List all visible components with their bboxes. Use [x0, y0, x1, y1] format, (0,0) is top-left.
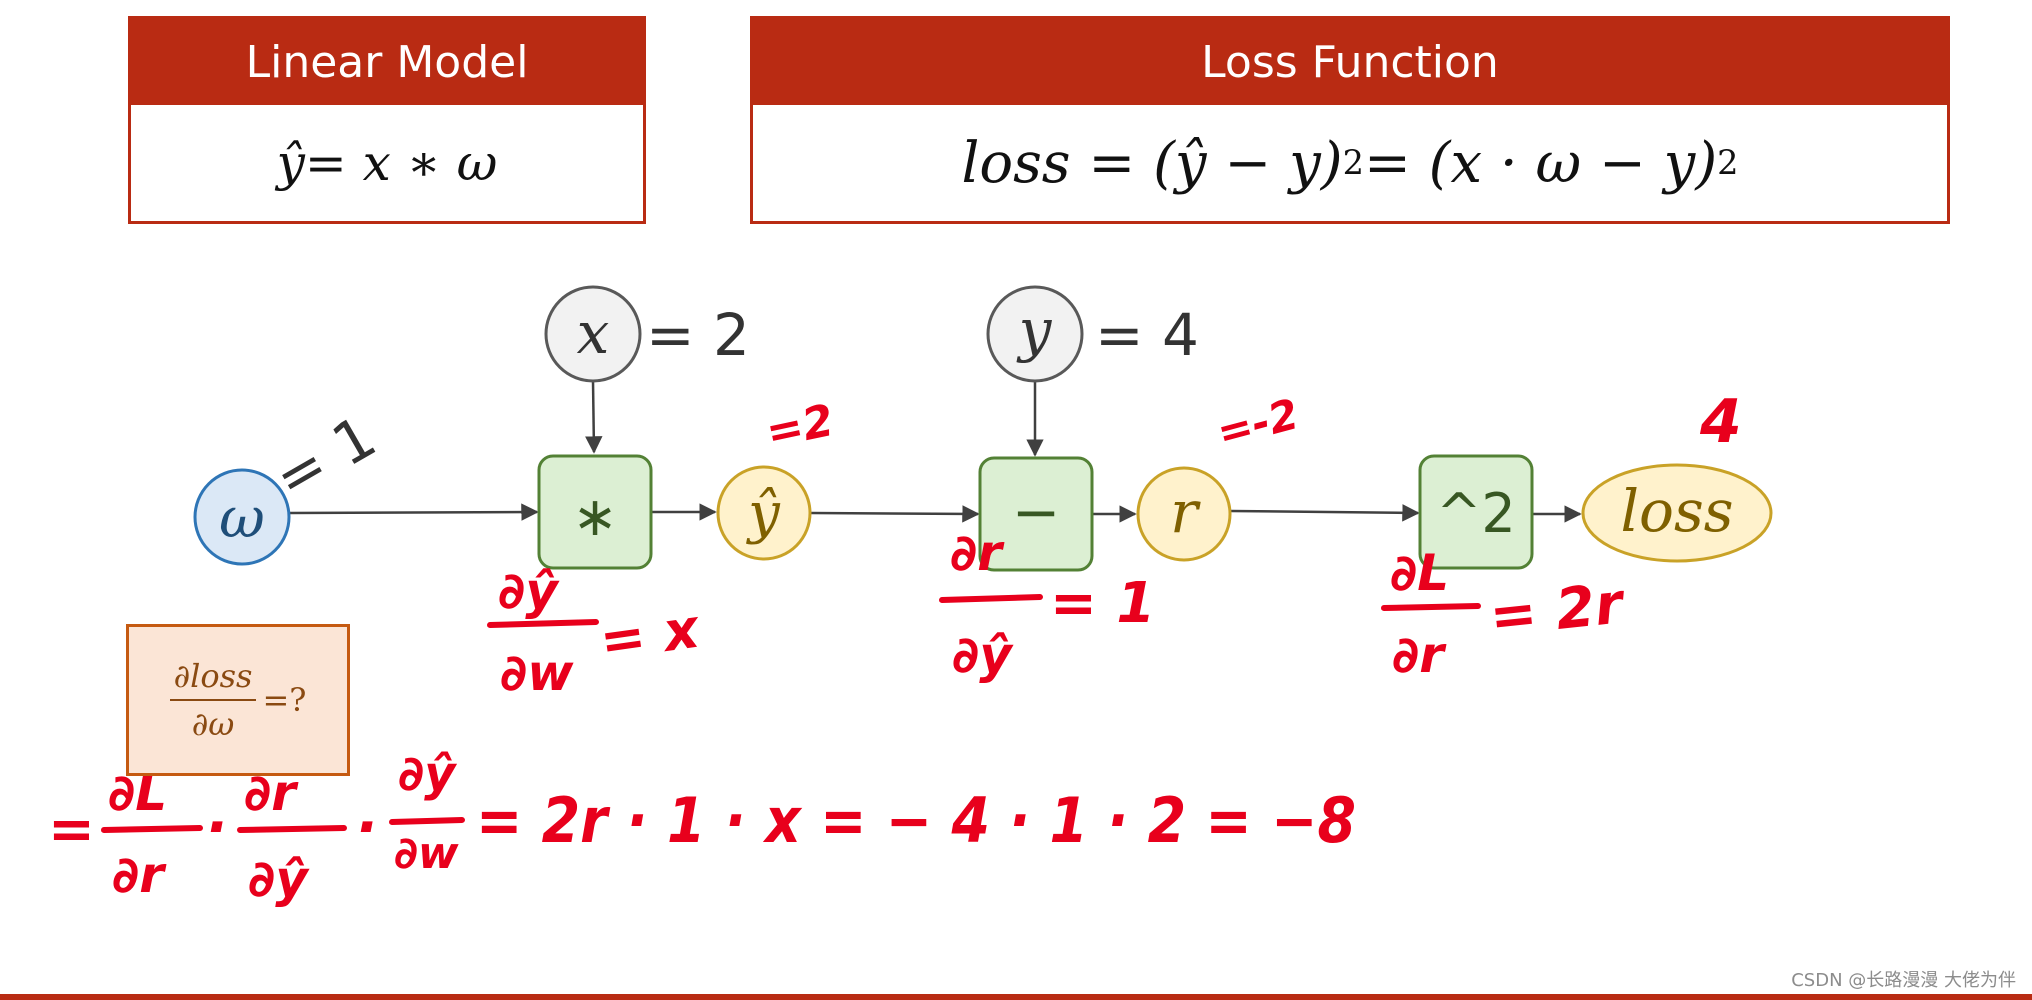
yhat-node [716, 465, 812, 561]
linear-model-box: Linear Model ŷ = x ∗ ω [128, 16, 646, 224]
omega-label: ω [219, 486, 265, 551]
multiply-label: ∗ [572, 485, 617, 548]
hw-dyhat-dw-val: = x [596, 596, 705, 672]
y-node [986, 285, 1084, 383]
loss-label: loss [1621, 477, 1734, 545]
hw-chain-f1-bar [101, 825, 203, 833]
hw-chain-f3-den: ∂w [394, 828, 459, 879]
square-label: ^2 [1436, 482, 1516, 545]
hw-yhat-value: =2 [762, 395, 839, 459]
hw-dr-dyhat-den: ∂ŷ [952, 626, 1014, 684]
hw-dyhat-dw-den: ∂w [500, 644, 574, 702]
gradient-question-box: ∂loss ∂ω =? [126, 624, 350, 776]
hw-dL-dr-bar [1381, 603, 1481, 611]
gradient-numerator: ∂loss [169, 657, 257, 701]
hw-chain-f3-bar [389, 817, 465, 825]
r-label: r [1170, 478, 1201, 546]
hw-chain-dot1: · [206, 795, 227, 860]
hw-chain-f3-num: ∂ŷ [398, 746, 457, 802]
loss-function-box: Loss Function loss = (ŷ − y)2= (x · ω − … [750, 16, 1950, 224]
handwritten-annotations: =2 =-2 4 ∂ŷ ∂w = x ∂r ∂ŷ = 1 ∂L ∂r = 2r … [48, 387, 1742, 908]
hw-chain-f2-den: ∂ŷ [248, 850, 310, 908]
square-node [1418, 454, 1534, 570]
hw-chain-f2-bar [237, 825, 347, 833]
hw-dr-dyhat-num: ∂r [950, 524, 1005, 582]
gradient-denominator: ∂ω [191, 705, 235, 743]
x-value-label: = 2 [646, 301, 750, 369]
watermark: CSDN @长路漫漫 大佬为伴 [1791, 970, 2016, 991]
linear-model-eq-lhs: ŷ [276, 134, 305, 192]
hw-chain-dot2: · [356, 795, 377, 860]
edge-r-square [1230, 504, 1420, 522]
edge-yhat-subtract [810, 505, 980, 523]
hw-chain-prefix: = [48, 797, 95, 862]
linear-model-eq-rest: = x ∗ ω [304, 134, 498, 192]
hw-dyhat-dw-bar [487, 619, 599, 628]
hw-dL-dr-num: ∂L [1390, 544, 1449, 602]
hw-chain-f1-den: ∂r [112, 846, 167, 904]
hw-r-value: =-2 [1212, 389, 1304, 458]
omega-node [193, 468, 291, 566]
hw-loss-value: 4 [1699, 387, 1742, 457]
loss-eq-part-a: loss = (ŷ − y) [961, 130, 1343, 196]
linear-model-title: Linear Model [131, 19, 643, 105]
hw-dr-dyhat-bar [939, 594, 1043, 603]
hw-dL-dr-val: = 2r [1487, 571, 1629, 650]
bottom-rule [0, 994, 2032, 1000]
multiply-node [537, 454, 653, 570]
loss-eq-part-b: = (x · ω − y) [1363, 130, 1718, 196]
loss-node [1581, 463, 1773, 563]
x-label: x [577, 299, 610, 367]
hw-dL-dr-den: ∂r [1392, 626, 1447, 684]
hw-dyhat-dw-num: ∂ŷ [498, 562, 560, 620]
gradient-question-suffix: =? [262, 681, 307, 719]
edge-omega-multiply [289, 503, 539, 521]
hw-dr-dyhat-val: = 1 [1050, 571, 1155, 636]
r-node [1136, 466, 1232, 562]
edge-x-multiply [585, 380, 603, 454]
subtract-label: − [1012, 478, 1061, 546]
x-node [544, 285, 642, 383]
loss-function-title: Loss Function [753, 19, 1947, 105]
subtract-node [978, 456, 1094, 572]
loss-function-equation: loss = (ŷ − y)2= (x · ω − y)2 [961, 130, 1739, 196]
y-value-label: = 4 [1095, 301, 1199, 369]
y-label: y [1016, 296, 1053, 364]
yhat-label: ŷ [745, 481, 781, 546]
hw-chain-result: = 2r · 1 · x = − 4 · 1 · 2 = −8 [476, 784, 1356, 857]
linear-model-equation: ŷ = x ∗ ω [131, 105, 643, 221]
gradient-fraction: ∂loss ∂ω [169, 657, 257, 743]
